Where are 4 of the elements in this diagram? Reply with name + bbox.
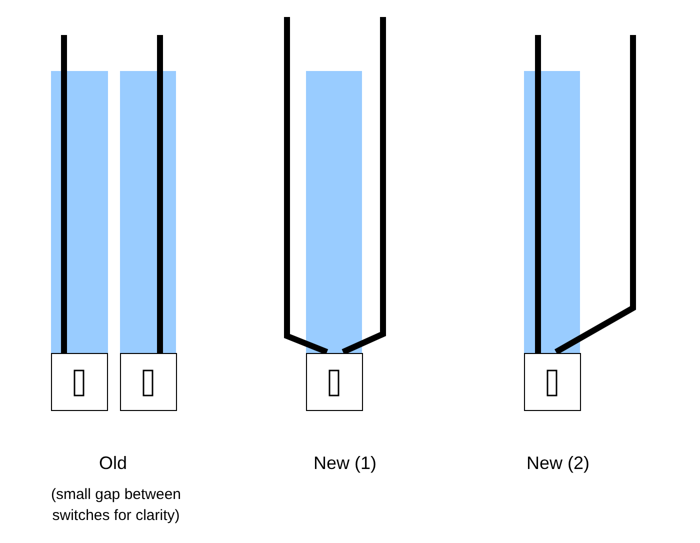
panel-label: New (2) [525, 452, 590, 474]
note-text: (small gap between switches for clarity) [50, 485, 182, 526]
panel-label: Old [98, 452, 128, 474]
panel-label: New (1) [312, 452, 378, 474]
